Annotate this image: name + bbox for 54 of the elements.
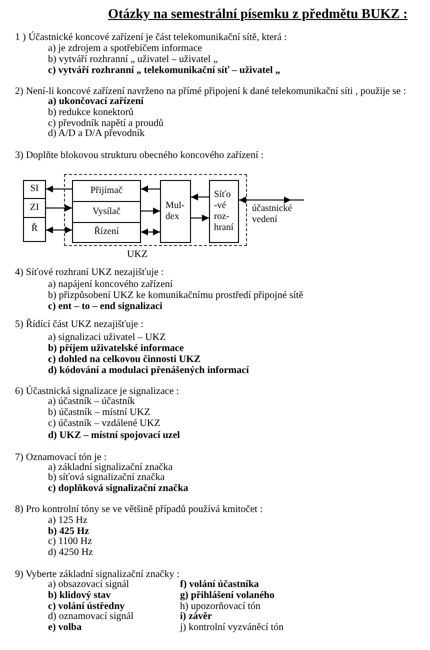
- block-box: SI: [23, 180, 46, 199]
- answer-option: f) volání účastníka: [180, 579, 259, 591]
- block-box: Ř: [23, 217, 46, 242]
- block-box: Síťo -vé roz- hraní: [209, 180, 239, 243]
- question-text: 2) Není-li koncové zařízení navrženo na přímé připojení k dané telekomunikační síti , použije se :: [15, 86, 406, 97]
- answer-option: c) převodník napětí a proudů: [48, 118, 164, 130]
- block-box: ZI: [23, 198, 46, 218]
- title: Otázky na semestrální písemku z předmětu BUKZ :: [108, 6, 408, 22]
- answer-option: c) dohled na celkovou činnosti UKZ: [48, 354, 201, 366]
- answer-option: c) ent – to – end signalizaci: [48, 301, 162, 313]
- answer-option: c) 1100 Hz: [48, 536, 92, 548]
- answer-option: d) UKZ – místní spojovací uzel: [48, 430, 180, 442]
- block-box: Vysílač: [72, 201, 141, 223]
- answer-option: c) vytváří rozhranní „ telekomunikační síť – uživatel „: [48, 65, 280, 77]
- answer-option: a) je zdrojem a spotřebičem informace: [48, 43, 202, 55]
- answer-option: c) účastník – vzdálené UKZ: [48, 418, 160, 430]
- answer-option: e) volba: [48, 622, 82, 634]
- answer-option: b) přizpůsobení UKZ ke komunikačnímu prostředí připojné sítě: [48, 290, 304, 302]
- block-box: Mul- dex: [160, 180, 191, 243]
- answer-option: a) obsazovací signál: [48, 579, 130, 591]
- group-label: UKZ: [127, 249, 148, 260]
- answer-option: a) účastník – účastník: [48, 396, 135, 408]
- answer-option: b) 425 Hz: [48, 526, 90, 538]
- answer-option: b) příjem uživatelské informace: [48, 343, 184, 355]
- block-box: Přijímač: [72, 180, 141, 202]
- answer-option: d) oznamovací signál: [48, 611, 134, 623]
- question-text: 4) Síťové rozhraní UKZ nezajišťuje :: [15, 267, 164, 279]
- question-text: 1 ) Účastnické koncové zařízení je část telekomunikační sítě, která :: [15, 32, 287, 44]
- answer-option: d) A/D a D/A převodník: [48, 128, 145, 140]
- answer-option: j) kontrolní vyzváněcí tón: [180, 622, 284, 634]
- answer-option: a) napájení koncového zařízení: [48, 279, 173, 291]
- answer-option: b) klidový stav: [48, 590, 111, 602]
- question-text: 9) Vyberte základní signalizační značky :: [15, 569, 180, 580]
- answer-option: i) závěr: [180, 611, 212, 623]
- question-text: 8) Pro kontrolní tóny se ve většině případů používá kmitočet :: [15, 504, 263, 516]
- answer-option: a) základní signalizační značka: [48, 462, 173, 474]
- answer-option: b) vytváří rozhranní „ uživatel – uživatel „: [48, 54, 218, 66]
- answer-option: d) 4250 Hz: [48, 547, 93, 559]
- question-text: 6) Účastnická signalizace je signalizace :: [15, 386, 180, 397]
- answer-option: d) kódování a modulaci přenášených informací: [48, 365, 249, 377]
- answer-option: c) doplňková signalizační značka: [48, 483, 188, 495]
- answer-option: a) ukončovací zařízení: [48, 96, 144, 108]
- question-text: 7) Oznamovací tón je :: [15, 452, 107, 463]
- answer-option: a) signalizaci uživatel – UKZ: [48, 332, 166, 344]
- answer-option: c) volání ústředny: [48, 601, 125, 613]
- answer-option: a) 125 Hz: [48, 515, 88, 527]
- answer-option: b) účastník – místní UKZ: [48, 407, 150, 419]
- answer-option: b) síťová signalizační značka: [48, 472, 165, 484]
- question-text: 5) Řídící část UKZ nezajišťuje :: [15, 319, 144, 331]
- answer-option: h) upozorňovací tón: [180, 601, 261, 613]
- answer-option: b) redukce konektorů: [48, 107, 134, 119]
- answer-option: g) přihlášení volaného: [180, 590, 274, 602]
- question-text: 3) Doplňte blokovou strukturu obecného koncového zařízení :: [15, 150, 264, 162]
- block-box: Řízení: [72, 222, 141, 243]
